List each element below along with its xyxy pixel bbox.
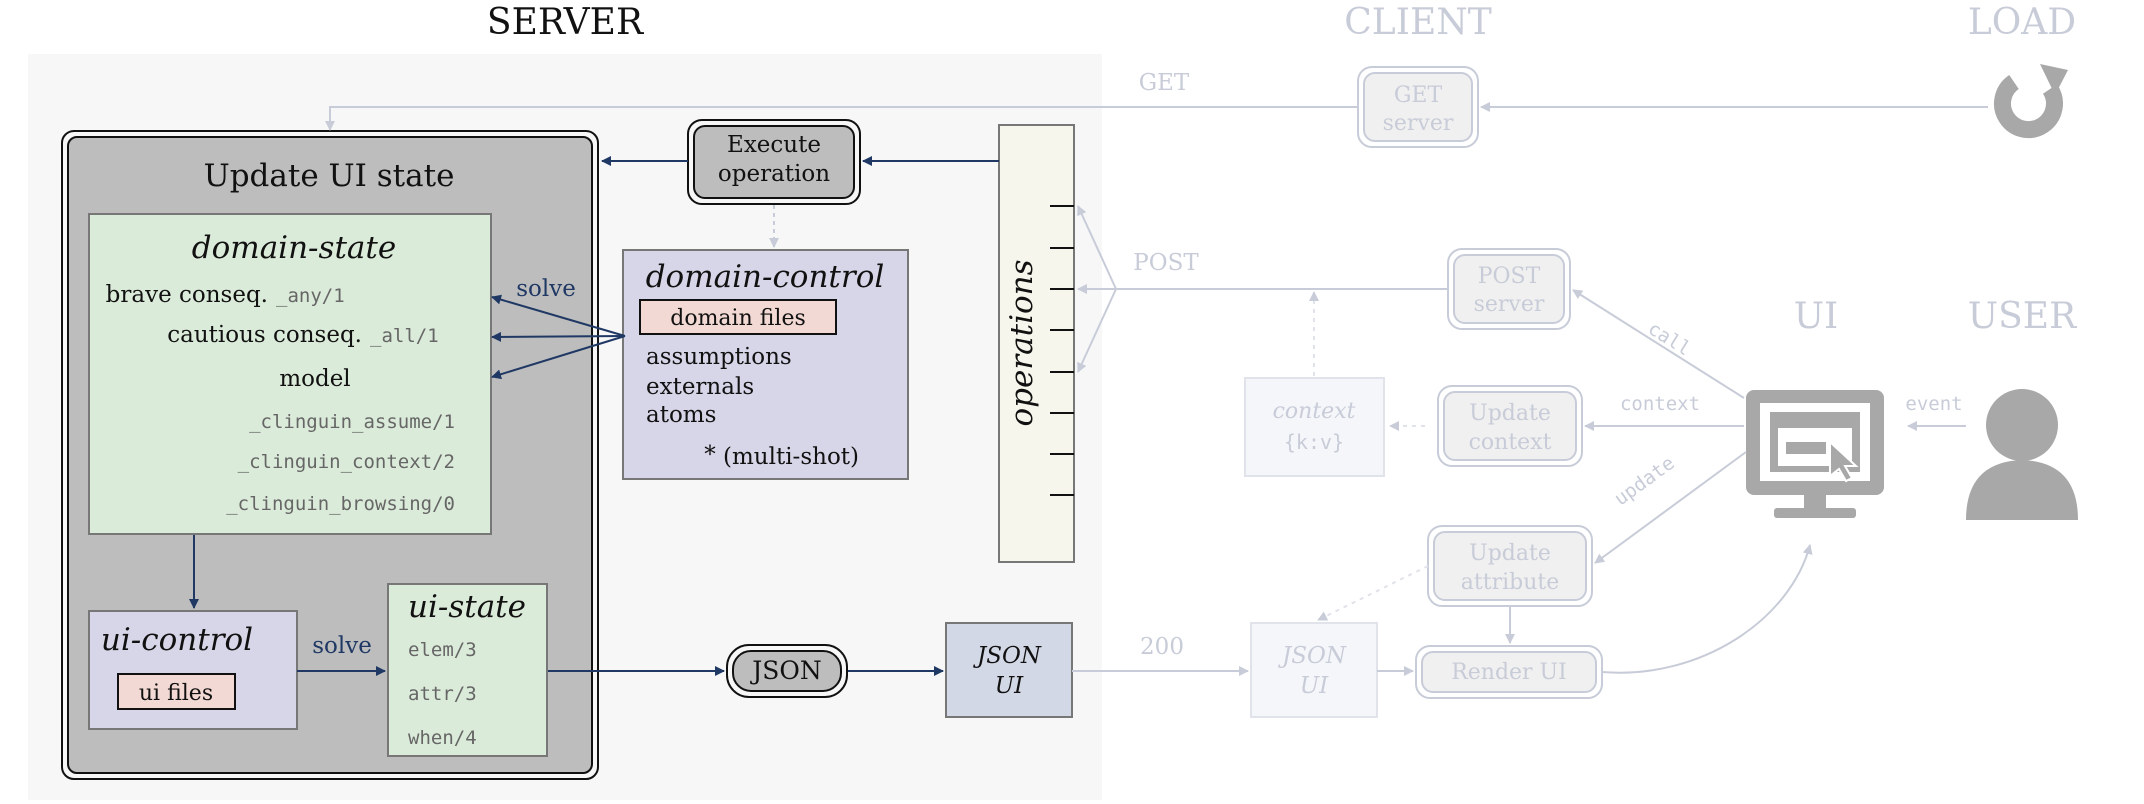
json-ui-faded-line2: UI — [1300, 673, 1329, 699]
monitor-cursor-icon — [1746, 390, 1884, 518]
ui-heading: UI — [1794, 296, 1839, 337]
update-context-box: Update context — [1437, 385, 1583, 467]
status-200-edge-label: 200 — [1140, 634, 1184, 660]
reload-icon — [1994, 64, 2068, 139]
operations-label: operations — [1004, 259, 1040, 426]
call-edge-label: call — [1644, 317, 1694, 360]
clinguin-assume-pred: _clinguin_assume/1 — [249, 411, 455, 433]
update-context-line2: context — [1469, 430, 1552, 455]
ui-files-label: ui files — [139, 681, 213, 706]
json-ui-faded-line1: JSON — [1278, 643, 1347, 669]
server-arrows — [189, 156, 999, 676]
json-ui-faded-box: JSON UI — [1250, 622, 1378, 718]
update-attribute-line1: Update — [1469, 541, 1551, 566]
context-store-title: context — [1273, 399, 1356, 424]
cautious-conseq-label: cautious conseq. — [167, 322, 362, 348]
clinguin-browsing-pred: _clinguin_browsing/0 — [226, 493, 455, 515]
domain-control-box: domain-control domain files assumptions … — [622, 249, 909, 480]
update-attribute-box: Update attribute — [1427, 525, 1593, 607]
clinguin-context-pred: _clinguin_context/2 — [238, 451, 455, 473]
context-store-box: context {k:v} — [1244, 377, 1385, 477]
multishot-star: * — [704, 442, 716, 468]
get-edge-label: GET — [1139, 70, 1190, 96]
update-attribute-line2: attribute — [1461, 570, 1559, 595]
render-ui-label: Render UI — [1451, 660, 1567, 685]
context-edge-label: context — [1620, 393, 1700, 415]
client-arrows — [325, 102, 1988, 676]
ui-state-box: ui-state elem/3 attr/3 when/4 — [387, 583, 548, 757]
get-server-line1: GET — [1394, 83, 1443, 108]
execute-label: Execute — [727, 132, 821, 158]
context-store-kv: {k:v} — [1284, 430, 1344, 454]
solve-label-top: solve — [516, 276, 576, 302]
domain-files-box — [639, 299, 837, 335]
json-ui-label-line2: UI — [995, 673, 1024, 699]
json-label: JSON — [749, 656, 822, 685]
brave-conseq-label: brave conseq. — [106, 282, 268, 308]
post-server-line2: server — [1474, 292, 1545, 317]
post-edge-label: POST — [1133, 250, 1199, 276]
post-server-box: POST server — [1447, 248, 1571, 330]
solve-label-bottom: solve — [312, 633, 372, 659]
user-icon — [1966, 389, 2078, 520]
operations-bar: operations — [998, 124, 1075, 563]
json-ui-box: JSON UI — [945, 622, 1073, 718]
server-heading: SERVER — [487, 2, 644, 43]
ui-control-box: ui-control ui files — [88, 610, 298, 730]
client-dashed-arrows — [1309, 291, 1429, 621]
domain-files-label: domain files — [670, 306, 806, 331]
load-heading: LOAD — [1968, 2, 2076, 43]
when-pred: when/4 — [408, 727, 477, 749]
cautious-pred: _all/1 — [370, 325, 439, 347]
post-server-line1: POST — [1478, 264, 1541, 289]
attr-pred: attr/3 — [408, 683, 477, 705]
multishot-label: (multi-shot) — [723, 444, 859, 470]
ui-files-box — [117, 673, 236, 710]
brave-pred: _any/1 — [276, 285, 345, 307]
execute-operation-box: Execute operation — [687, 119, 861, 205]
update-ui-state-title: Update UI state — [204, 158, 455, 194]
ui-state-title: ui-state — [408, 589, 526, 625]
atoms-label: atoms — [646, 402, 716, 428]
domain-state-title: domain-state — [192, 230, 396, 266]
assumptions-label: assumptions — [646, 344, 792, 370]
user-heading: USER — [1968, 296, 2077, 337]
event-edge-label: event — [1905, 393, 1962, 415]
update-edge-label: update — [1610, 452, 1678, 510]
model-label: model — [279, 366, 350, 392]
operation-label: operation — [718, 161, 830, 187]
domain-state-box: domain-state brave conseq. _any/1 cautio… — [88, 213, 492, 535]
elem-pred: elem/3 — [408, 639, 477, 661]
render-ui-box: Render UI — [1415, 645, 1603, 699]
update-context-line1: Update — [1469, 401, 1551, 426]
get-server-line2: server — [1383, 111, 1454, 136]
json-box: JSON — [726, 644, 848, 698]
ui-control-title: ui-control — [101, 622, 253, 658]
json-ui-label-line1: JSON — [973, 643, 1042, 669]
domain-control-title: domain-control — [646, 259, 885, 295]
get-server-box: GET server — [1357, 66, 1479, 148]
externals-label: externals — [646, 374, 754, 400]
client-heading: CLIENT — [1344, 2, 1491, 43]
